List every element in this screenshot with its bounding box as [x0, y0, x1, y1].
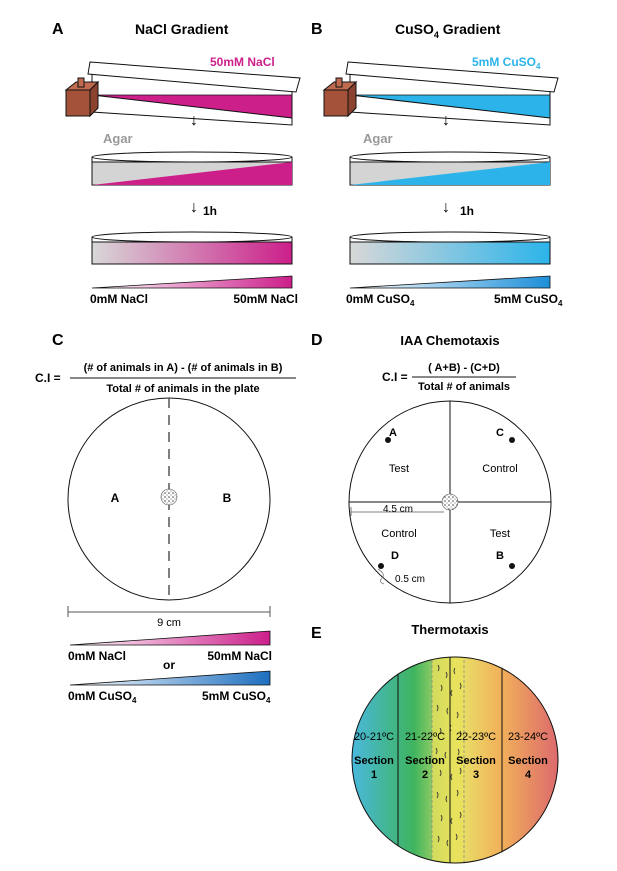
- panel-d-letter: D: [311, 332, 323, 349]
- panel-e-section-1: 20-21ºC Section 1: [354, 731, 394, 781]
- panel-d-spot-a: [385, 437, 391, 443]
- panel-a-letter: A: [52, 21, 64, 38]
- panel-a-plate-lid: [87, 61, 301, 93]
- panel-d-radius-label: 4.5 cm: [383, 504, 413, 515]
- panel-b-block: [322, 77, 358, 118]
- panel-d-q-top-right: Control: [482, 463, 517, 475]
- panel-d-worm-origin: [441, 493, 459, 511]
- panel-c-cuso-wedge: [69, 670, 271, 686]
- panel-c-region-a: A: [111, 491, 120, 505]
- panel-e-section-1-num: 1: [371, 769, 377, 781]
- panel-a-scale-wedge: [91, 275, 293, 289]
- panel-d-title: IAA Chemotaxis: [400, 333, 499, 348]
- panel-d-q-bottom-right: Test: [490, 528, 510, 540]
- panel-a-tilted-plate: [87, 61, 301, 126]
- panel-c-cuso-right: 5mM CuSO4: [202, 689, 271, 705]
- panel-c-nacl-right: 50mM NaCl: [207, 649, 272, 663]
- panel-d-spot-d-label: D: [391, 550, 399, 562]
- panel-a-source-label: 50mM NaCl: [210, 55, 275, 69]
- panel-b-arrow-1: ↓: [442, 112, 450, 129]
- panel-b-time-label: 1h: [460, 204, 474, 218]
- panel-e-section-4-name: Section: [508, 755, 548, 767]
- panel-e-worms: [435, 664, 462, 847]
- panel-e-section-2-temp: 21-22ºC: [405, 731, 445, 743]
- panel-e-section-2-num: 2: [422, 769, 428, 781]
- panel-d-spot-b: [509, 563, 515, 569]
- panel-b-letter: B: [311, 21, 323, 38]
- panel-a-flat-plate: [91, 151, 293, 186]
- panel-b-diffused-plate: [349, 231, 551, 265]
- panel-b-title: CuSO4 Gradient: [395, 21, 501, 40]
- panel-e-title: Thermotaxis: [411, 622, 488, 637]
- panel-a: A NaCl Gradient 50mM NaCl ↓ Agar: [52, 21, 301, 306]
- panel-d-spot-c: [509, 437, 515, 443]
- panel-c-region-b: B: [223, 491, 232, 505]
- panel-a-scale-left: 0mM NaCl: [90, 292, 148, 306]
- panel-e-section-2-name: Section: [405, 755, 445, 767]
- panel-d-ci-label: C.I =: [382, 370, 408, 384]
- panel-e-section-1-temp: 20-21ºC: [354, 731, 394, 743]
- panel-e-section-4: 23-24ºC Section 4: [508, 731, 548, 781]
- panel-c-ci-label: C.I =: [35, 371, 61, 385]
- panel-c-diameter-label: 9 cm: [157, 617, 181, 629]
- panel-e-section-4-temp: 23-24ºC: [508, 731, 548, 743]
- panel-d-denominator: Total # of animals: [418, 381, 510, 393]
- panel-c: C C.I = (# of animals in A) - (# of anim…: [35, 332, 296, 705]
- panel-c-worm-origin: [160, 488, 178, 506]
- panel-d-spot-d: [378, 563, 384, 569]
- panel-d-spot-b-label: B: [496, 550, 504, 562]
- panel-b-scale-right: 5mM CuSO4: [494, 292, 563, 308]
- panel-e-section-1-name: Section: [354, 755, 394, 767]
- panel-a-block: [64, 77, 100, 118]
- panel-b-flat-plate: [349, 151, 551, 186]
- panel-e-section-3-name: Section: [456, 755, 496, 767]
- panel-d-numerator: ( A+B) - (C+D): [428, 362, 500, 374]
- panel-e-section-2: 21-22ºC Section 2: [405, 731, 445, 781]
- panel-c-numerator: (# of animals in A) - (# of animals in B…: [84, 362, 283, 374]
- panel-e-worm-band: [432, 657, 464, 863]
- panel-b-scale-left: 0mM CuSO4: [346, 292, 415, 308]
- panel-e-section-3-temp: 22-23ºC: [456, 731, 496, 743]
- panel-e: E Thermotaxis 20-21ºC: [311, 622, 559, 864]
- panel-b-scale-wedge: [349, 275, 551, 289]
- panel-c-letter: C: [52, 332, 64, 349]
- panel-e-plate: [351, 656, 559, 864]
- panel-a-time-label: 1h: [203, 204, 217, 218]
- panel-c-or-label: or: [163, 658, 175, 672]
- panel-d-offset-marker: [377, 568, 385, 585]
- panel-e-plate-fill: [352, 657, 558, 863]
- panel-e-letter: E: [311, 625, 322, 642]
- panel-e-section-4-num: 4: [525, 769, 532, 781]
- panel-a-arrow-1: ↓: [190, 112, 198, 129]
- panel-c-nacl-left: 0mM NaCl: [68, 649, 126, 663]
- panel-b-tilted-plate: [345, 61, 559, 126]
- panel-d: D IAA Chemotaxis C.I = ( A+B) - (C+D) To…: [311, 332, 552, 604]
- panel-a-scale-right: 50mM NaCl: [233, 292, 298, 306]
- panel-d-q-top-left: Test: [389, 463, 409, 475]
- panel-d-spot-c-label: C: [496, 427, 504, 439]
- panel-d-q-bottom-left: Control: [381, 528, 416, 540]
- panel-a-arrow-2: ↓: [190, 199, 198, 216]
- panel-d-offset-label: 0.5 cm: [395, 574, 425, 585]
- panel-a-title: NaCl Gradient: [135, 21, 229, 37]
- panel-b-agar-label: Agar: [363, 131, 393, 146]
- panel-e-section-3: 22-23ºC Section 3: [456, 731, 496, 781]
- panel-a-agar-label: Agar: [103, 131, 133, 146]
- panel-b-source-label: 5mM CuSO4: [472, 55, 541, 71]
- panel-c-nacl-wedge: [69, 630, 271, 646]
- panel-d-spot-a-label: A: [389, 427, 397, 439]
- panel-d-radius-bar: [350, 507, 444, 516]
- panel-a-diffused-plate: [91, 231, 293, 265]
- panel-c-diameter-bar: [67, 606, 271, 617]
- panel-b-arrow-2: ↓: [442, 199, 450, 216]
- panel-c-cuso-left: 0mM CuSO4: [68, 689, 137, 705]
- panel-c-denominator: Total # of animals in the plate: [106, 383, 259, 395]
- panel-b: B CuSO4 Gradient 5mM CuSO4 ↓ Agar ↓ 1: [311, 21, 563, 308]
- panel-e-section-3-num: 3: [473, 769, 479, 781]
